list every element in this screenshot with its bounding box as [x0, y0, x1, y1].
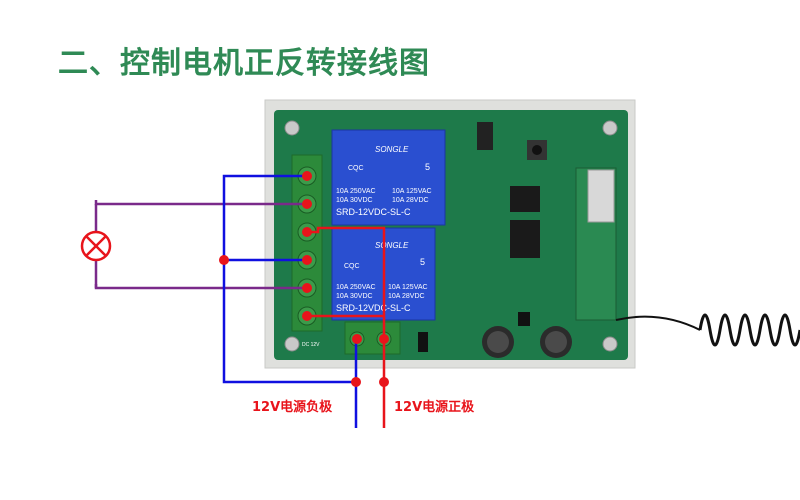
junction-dot — [219, 255, 229, 265]
board-label: DC 12V — [302, 342, 320, 348]
relay-rating: 10A 28VDC — [392, 197, 429, 204]
relay-rating: 10A 250VAC — [336, 188, 376, 195]
wire-red-terminal — [307, 226, 386, 339]
mount-hole — [284, 120, 300, 136]
junction-dot — [302, 311, 312, 321]
rf-crystal — [587, 169, 615, 223]
junction-dot — [379, 334, 389, 344]
ic-chip — [510, 220, 540, 258]
relay-mark: CQC — [348, 165, 364, 172]
junction-dot — [352, 334, 362, 344]
page-title: 二、控制电机正反转接线图 — [58, 46, 430, 81]
wire-blue-outer — [222, 174, 358, 428]
mount-hole — [284, 336, 300, 352]
junction-dot — [302, 283, 312, 293]
relay-model: SRD-12VDC-SL-C — [336, 303, 411, 313]
relay-code: 5 — [420, 257, 425, 267]
antenna-wire — [615, 315, 701, 331]
header-pins — [477, 122, 493, 150]
mount-hole — [602, 120, 618, 136]
diode — [418, 332, 428, 352]
junction-dot — [302, 199, 312, 209]
relay-rating: 10A 125VAC — [388, 284, 428, 291]
relay-rating: 10A 30VDC — [336, 293, 373, 300]
negative-label: 12V电源负极 — [252, 400, 333, 415]
relay-1: SONGLE CQC 5 10A 250VAC 10A 125VAC 10A 3… — [331, 129, 446, 226]
relay-brand: SONGLE — [375, 145, 409, 154]
relay-model: SRD-12VDC-SL-C — [336, 207, 411, 217]
junction-dot — [351, 377, 361, 387]
junction-dot — [302, 255, 312, 265]
mount-hole — [602, 336, 618, 352]
lamp-icon — [80, 230, 112, 262]
relay-rating: 10A 30VDC — [336, 197, 373, 204]
relay-mark: CQC — [344, 263, 360, 270]
junction-dot — [302, 171, 312, 181]
junction-dot — [302, 227, 312, 237]
antenna-coil — [698, 313, 800, 347]
relay-rating: 10A 250VAC — [336, 284, 376, 291]
relay-rating: 10A 28VDC — [388, 293, 425, 300]
relay-brand: SONGLE — [375, 241, 409, 250]
junction-dot — [379, 377, 389, 387]
relay-code: 5 — [425, 162, 430, 172]
relay-rating: 10A 125VAC — [392, 188, 432, 195]
transistor — [518, 312, 530, 326]
ic-chip — [510, 186, 540, 212]
positive-label: 12V电源正极 — [394, 400, 475, 415]
pcb — [274, 110, 628, 360]
